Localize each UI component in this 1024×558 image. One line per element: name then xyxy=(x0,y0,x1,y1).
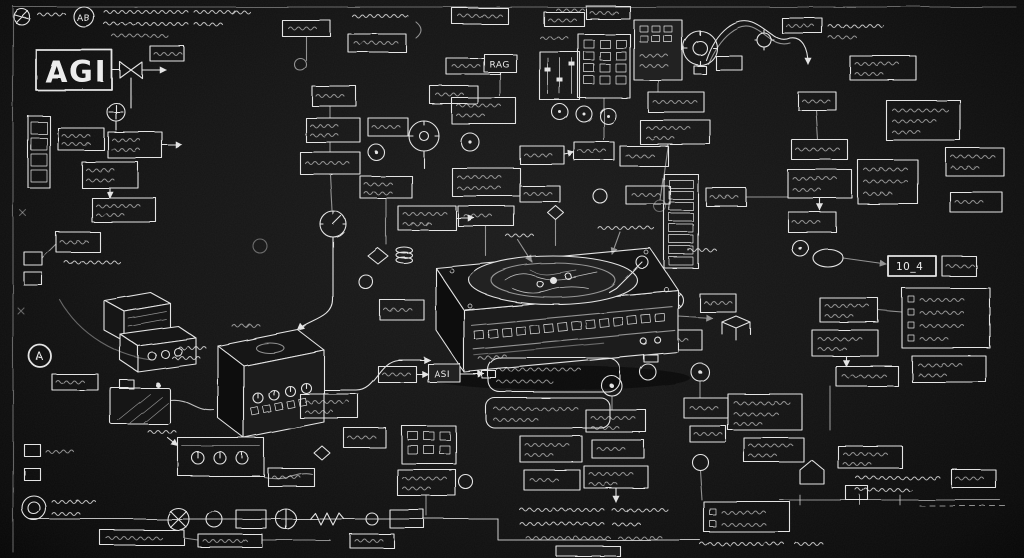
dark-panel xyxy=(633,19,683,93)
node-ab-badge: AB xyxy=(73,6,95,28)
amp-knobs xyxy=(252,382,312,404)
center-top-cluster: RAG xyxy=(297,53,671,331)
agi-title-box: AGI xyxy=(35,49,113,91)
code-10-4-box: 10_4 xyxy=(887,255,977,277)
connector-icon xyxy=(754,29,775,51)
dial-icon xyxy=(106,102,126,131)
button-panel xyxy=(577,33,631,141)
rag-box: RAG xyxy=(483,53,517,97)
battery xyxy=(109,379,171,425)
turntable-machine xyxy=(358,225,717,390)
code-10-4-label: 10_4 xyxy=(896,261,923,273)
hanging-wires xyxy=(705,17,961,141)
top-left-header: AB AGI xyxy=(13,6,251,109)
bottom-center-cluster: ASI xyxy=(377,357,657,517)
node-a-label: A xyxy=(36,351,44,363)
stacked-modules xyxy=(103,291,215,425)
stray-marks xyxy=(17,199,667,361)
bottom-right-cluster xyxy=(727,393,1007,507)
agi-label: AGI xyxy=(45,55,108,89)
grid-box xyxy=(401,425,457,465)
valve-icon xyxy=(111,61,167,109)
amp-button-row xyxy=(250,397,307,416)
front-panel-controls xyxy=(470,306,676,361)
node-a-badge: A xyxy=(23,344,99,481)
platter xyxy=(468,255,638,305)
left-equipment-column xyxy=(19,102,183,286)
round-gauge xyxy=(682,30,718,75)
gauge-small xyxy=(297,210,347,331)
gauge-large xyxy=(408,120,440,169)
node-ab-label: AB xyxy=(77,14,90,24)
corner-emblem xyxy=(21,495,47,521)
frame-lines xyxy=(12,5,1017,553)
right-list-column: 10_4 xyxy=(787,139,1005,431)
resistor-icon xyxy=(309,512,345,526)
asi-label: ASI xyxy=(434,370,450,380)
meter-icon xyxy=(275,508,297,530)
amplifier-machine xyxy=(171,323,431,439)
top-control-panels xyxy=(539,11,743,201)
compass-icon xyxy=(13,8,31,26)
ground-rail xyxy=(21,495,824,557)
tonearm xyxy=(608,255,649,293)
schematic-drawing: AB AGI xyxy=(12,5,1017,557)
asi-box: ASI xyxy=(427,363,461,383)
rag-label: RAG xyxy=(489,60,509,70)
right-bullet-list xyxy=(901,287,991,349)
bottom-left-cluster xyxy=(147,393,387,487)
top-middle-tags xyxy=(281,5,631,71)
house-icon xyxy=(799,459,825,485)
dip-switch-panel xyxy=(655,173,789,501)
